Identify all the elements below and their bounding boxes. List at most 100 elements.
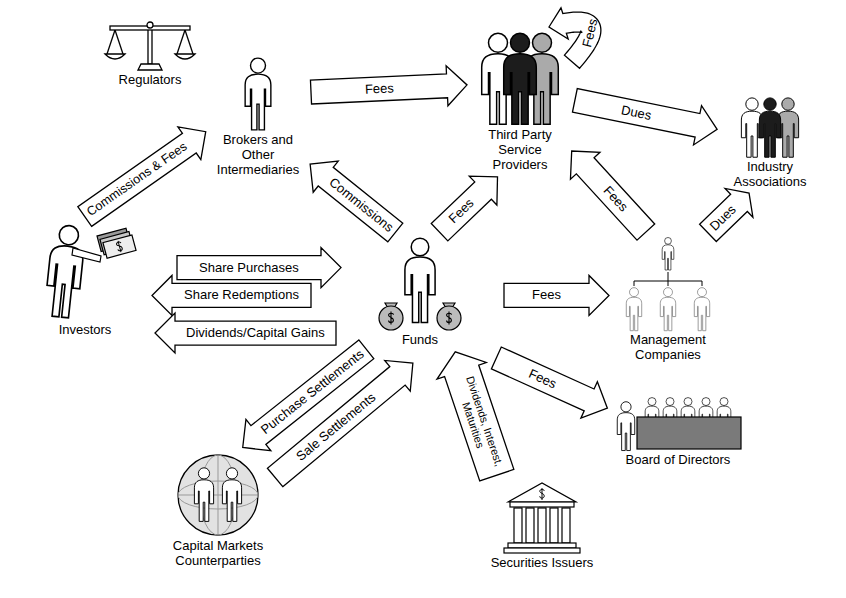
entity-label: Third Party Service Providers [477, 127, 563, 172]
icon-space [37, 222, 133, 322]
icon-part [759, 98, 780, 157]
icon-space [737, 97, 803, 159]
icon-part [662, 237, 674, 270]
flow-arrow [504, 275, 609, 315]
icon-part [538, 508, 546, 543]
icon-part [447, 312, 452, 325]
icon-part [637, 417, 741, 449]
icon-part [148, 28, 152, 64]
board-table-icon [617, 398, 741, 451]
flow-arrow [549, 8, 601, 68]
broker-figure [245, 58, 271, 130]
provider-figures [482, 33, 559, 124]
icon-part [107, 30, 115, 54]
flow-arrow [155, 313, 336, 353]
entity-label: Brokers and Other Intermediaries [213, 132, 303, 177]
icon-part [562, 508, 570, 543]
entity-label: Management Companies [623, 332, 713, 362]
bank-icon [504, 483, 580, 553]
icon-part [510, 502, 574, 507]
icon-part [504, 33, 537, 124]
icon-part [185, 30, 193, 54]
icon-space [236, 57, 280, 132]
icon-part [514, 508, 522, 543]
arrow-label: Dividends/Capital Gains [186, 326, 325, 340]
arrow-label: Fees [532, 288, 561, 302]
investor-figure [44, 224, 136, 319]
entity-label: Board of Directors [626, 452, 731, 467]
icon-part [103, 235, 136, 258]
entity-label: Funds [402, 332, 438, 347]
entity: Board of Directors [611, 395, 745, 469]
icon-part [526, 508, 534, 543]
flow-arrow [152, 275, 311, 315]
icon-space [618, 237, 718, 332]
icon-part [97, 227, 136, 259]
flow-arrow [491, 347, 607, 418]
icon-part [634, 272, 702, 286]
entity: Management Companies [614, 235, 722, 364]
entity: Securities Issuers [487, 478, 598, 572]
icon-part [626, 288, 641, 331]
flow-arrow [570, 151, 654, 240]
icon-space [504, 480, 580, 555]
icon-space [615, 397, 741, 452]
scales-icon [105, 22, 195, 70]
entity-label: Regulators [119, 72, 182, 87]
icon-part [147, 22, 153, 28]
entity-label: Industry Associations [727, 159, 813, 189]
entity: Investors [33, 220, 137, 339]
entity-label: Investors [59, 322, 112, 337]
flow-arrow [572, 89, 717, 145]
icon-part [504, 548, 580, 553]
icon-part [177, 30, 185, 54]
org-chart-icon [626, 237, 709, 330]
entity: Capital Markets Counterparties [164, 450, 272, 570]
icon-part [379, 306, 403, 330]
icon-part [115, 30, 123, 54]
entity-label: Capital Markets Counterparties [168, 538, 268, 568]
icon-space [475, 32, 565, 127]
icon-part [389, 312, 394, 325]
icon-part [175, 54, 195, 59]
icon-part [218, 455, 219, 535]
flow-arrow [78, 127, 206, 227]
icon-part [508, 483, 576, 502]
icon-space [375, 237, 465, 332]
icon-space [105, 20, 195, 72]
flow-arrow [177, 248, 341, 288]
arrow-label: Share Redemptions [184, 288, 299, 302]
icon-part [540, 488, 545, 500]
icon-part [508, 543, 576, 548]
arrow-label: Commissions [326, 175, 396, 235]
icon-part [116, 240, 123, 253]
arrow-label: Share Purchases [199, 261, 299, 275]
association-figures [741, 98, 798, 157]
globe-icon [178, 455, 258, 535]
flow-arrow [310, 161, 403, 242]
entity: Brokers and Other Intermediaries [209, 55, 307, 179]
icon-part [194, 468, 213, 522]
fund-figure [379, 238, 461, 330]
icon-part [222, 468, 241, 522]
entity-label: Securities Issuers [491, 555, 594, 570]
icon-part [694, 288, 709, 331]
entity: Funds [371, 235, 469, 349]
icon-part [138, 64, 162, 70]
entity: Regulators [101, 18, 199, 89]
icon-part [105, 54, 125, 59]
icon-part [245, 58, 271, 130]
arrow-label: Fees [364, 81, 394, 97]
icon-space [176, 452, 260, 538]
icon-part [405, 238, 435, 322]
flow-arrow [437, 352, 514, 481]
flow-arrow [310, 66, 467, 106]
icon-part [178, 455, 258, 535]
icon-part [44, 224, 86, 319]
entity: Third Party Service Providers [471, 30, 569, 174]
flow-arrow [431, 176, 497, 241]
icon-part [617, 402, 634, 451]
icon-part [72, 248, 101, 262]
